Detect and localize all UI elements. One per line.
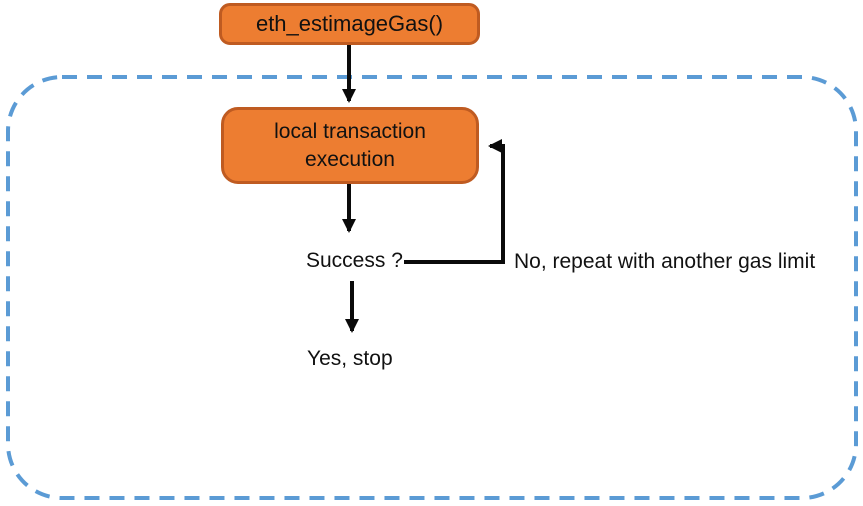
- arrow-no-feedback-loop: [404, 139, 505, 264]
- node-eth-estimategas-label: eth_estimageGas(): [255, 11, 444, 36]
- success-decision-label: Success ?: [306, 249, 403, 272]
- node-local-transaction-execution: local transaction execution: [221, 107, 479, 184]
- yes-branch-label: Yes, stop: [307, 347, 393, 370]
- node-local-transaction-execution-label: local transaction execution: [274, 119, 426, 171]
- no-branch-label: No, repeat with another gas limit: [514, 250, 816, 273]
- dashed-boundary: [6, 75, 858, 500]
- node-eth-estimategas: eth_estimageGas(): [219, 3, 480, 45]
